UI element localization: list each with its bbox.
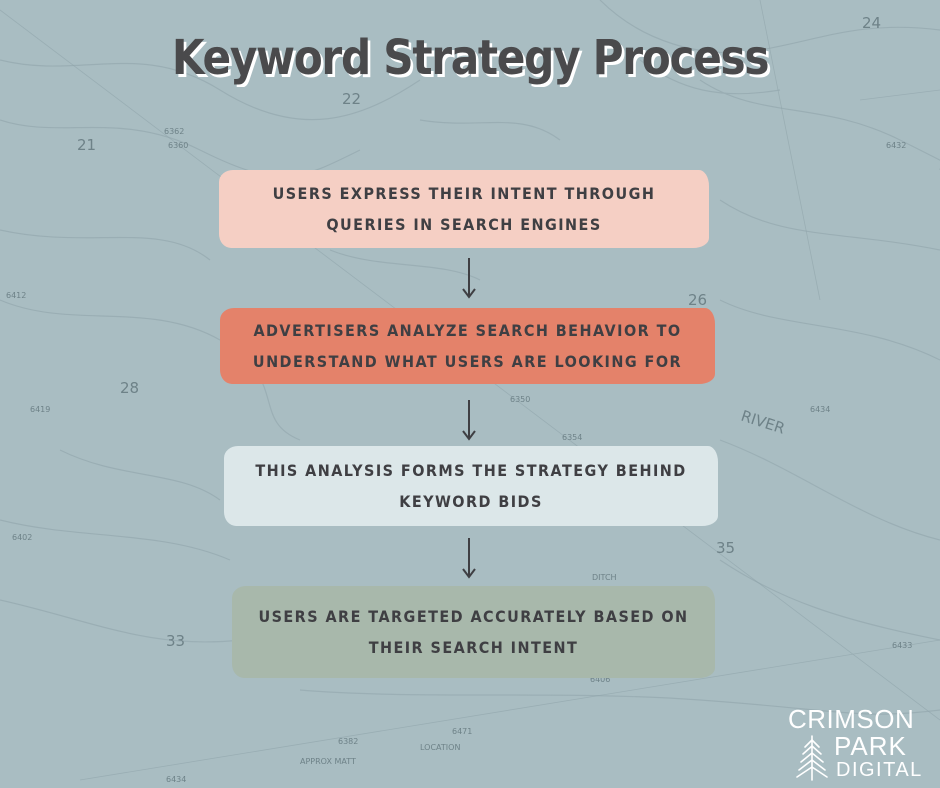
process-step-2: ADVERTISERS ANALYZE SEARCH BEHAVIOR TO U…	[220, 308, 715, 384]
svg-text:LOCATION: LOCATION	[420, 743, 460, 752]
svg-text:33: 33	[166, 632, 185, 650]
svg-text:6433: 6433	[892, 641, 912, 650]
svg-text:6432: 6432	[886, 141, 906, 150]
process-step-1-text: USERS EXPRESS THEIR INTENT THROUGH QUERI…	[272, 184, 656, 234]
svg-text:6350: 6350	[510, 395, 530, 404]
svg-text:6406: 6406	[590, 675, 610, 684]
process-step-4-text: USERS ARE TARGETED ACCURATELY BASED ON T…	[258, 607, 689, 657]
svg-text:6412: 6412	[6, 291, 26, 300]
logo-line-park: PARK	[834, 731, 907, 761]
logo-line-crimson: CRIMSON	[788, 704, 915, 734]
logo-line-digital: DIGITAL	[836, 759, 923, 781]
svg-text:6382: 6382	[338, 737, 358, 746]
svg-text:6360: 6360	[168, 141, 188, 150]
pine-tree-icon	[796, 735, 828, 781]
process-step-2-text: ADVERTISERS ANALYZE SEARCH BEHAVIOR TO U…	[252, 321, 683, 371]
svg-text:6471: 6471	[452, 727, 472, 736]
down-arrow-icon	[462, 258, 476, 299]
svg-text:6354: 6354	[562, 433, 582, 442]
svg-text:28: 28	[120, 379, 139, 397]
svg-text:24: 24	[862, 14, 881, 32]
svg-text:26: 26	[688, 291, 707, 309]
process-step-1: USERS EXPRESS THEIR INTENT THROUGH QUERI…	[219, 170, 709, 248]
svg-text:6434: 6434	[166, 775, 186, 784]
svg-text:21: 21	[77, 136, 96, 154]
crimson-park-digital-logo: CRIMSON PARK DIGITAL	[786, 706, 936, 782]
svg-text:35: 35	[716, 539, 735, 557]
process-step-3-text: THIS ANALYSIS FORMS THE STRATEGY BEHIND …	[255, 461, 687, 511]
diagram-title: Keyword Strategy Process	[171, 30, 770, 86]
process-step-3: THIS ANALYSIS FORMS THE STRATEGY BEHIND …	[224, 446, 718, 526]
process-step-4: USERS ARE TARGETED ACCURATELY BASED ON T…	[232, 586, 715, 678]
svg-text:RIVER: RIVER	[739, 407, 787, 438]
svg-text:6434: 6434	[810, 405, 830, 414]
svg-text:6419: 6419	[30, 405, 50, 414]
svg-text:APPROX MATT: APPROX MATT	[300, 757, 356, 766]
svg-text:6362: 6362	[164, 127, 184, 136]
svg-text:22: 22	[342, 90, 361, 108]
svg-text:DITCH: DITCH	[592, 573, 617, 582]
down-arrow-icon	[462, 400, 476, 441]
svg-text:6402: 6402	[12, 533, 32, 542]
down-arrow-icon	[462, 538, 476, 579]
